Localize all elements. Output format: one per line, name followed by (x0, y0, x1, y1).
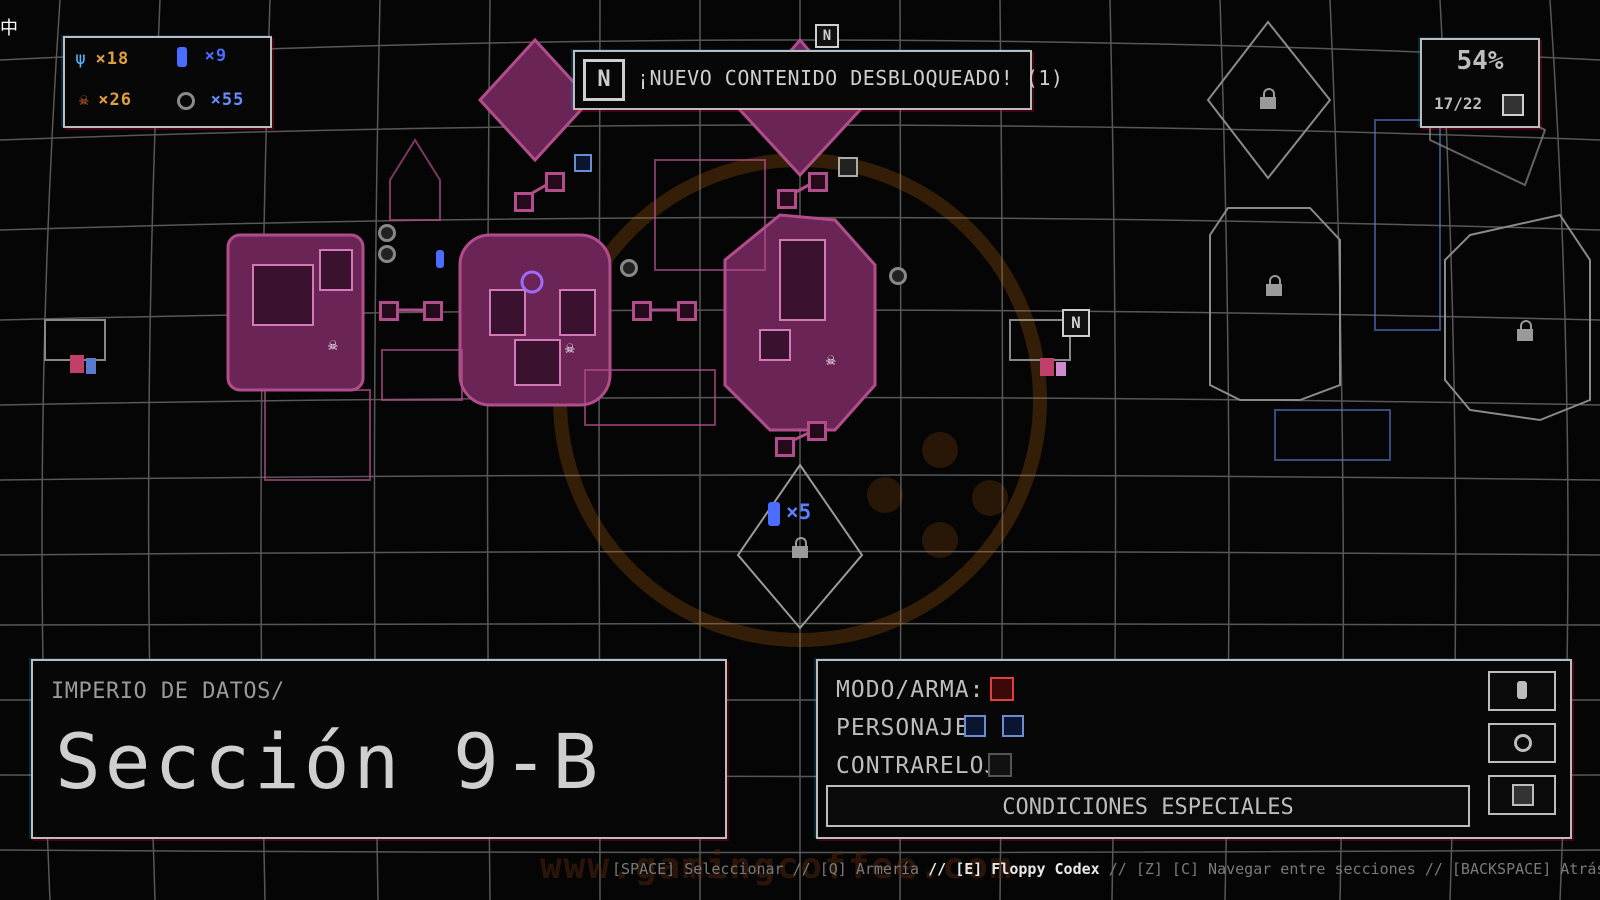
lock-icon (1266, 275, 1282, 297)
resource-bolts: ψ ×18 (75, 48, 129, 69)
lock-requirement-count: ×5 (786, 500, 812, 524)
hint-back: [BACKSPACE] Atrás (1451, 860, 1600, 878)
level-info-panel: MODO/ARMA: PERSONAJE: CONTRARELOJ: CONDI… (816, 659, 1572, 839)
floppy-icon (1512, 784, 1534, 806)
section-panel: IMPERIO DE DATOS/ Sección 9-B (31, 659, 727, 839)
lock-icon (1260, 88, 1276, 110)
notification-text: ¡NUEVO CONTENIDO DESBLOQUEADO! (1) (637, 66, 1064, 90)
time-trial-label: CONTRARELOJ: (836, 753, 1015, 779)
resource-panel: ψ ×18 ×9 ☠ ×26 ×55 (63, 36, 272, 128)
token-icon (1517, 681, 1527, 699)
tokens-count: ×9 (204, 46, 228, 66)
lock-icon (1517, 320, 1533, 342)
bolt-icon: ψ (75, 48, 86, 69)
path-node[interactable] (545, 172, 565, 192)
side-button-coin[interactable] (1488, 723, 1556, 763)
skull-key-icon: ☠ (826, 350, 836, 369)
timer-icon (988, 753, 1012, 777)
character-label: PERSONAJE: (836, 715, 985, 741)
lock-requirement[interactable]: ×5 (768, 500, 838, 530)
floppy-count: 17/22 (1434, 94, 1483, 113)
path-node[interactable] (775, 437, 795, 457)
path-node[interactable] (677, 301, 697, 321)
path-node[interactable] (808, 172, 828, 192)
lock-icon (792, 537, 808, 559)
side-button-token[interactable] (1488, 671, 1556, 711)
coin-icon (620, 259, 638, 277)
hint-navigate: [Z] [C] Navegar entre secciones (1135, 860, 1416, 878)
path-node[interactable] (379, 301, 399, 321)
skull-key-icon: ☠ (328, 335, 338, 354)
side-button-floppy[interactable] (1488, 775, 1556, 815)
hint-separator: // (792, 860, 811, 878)
new-content-marker: N (1062, 309, 1090, 337)
path-node[interactable] (423, 301, 443, 321)
progress-panel: 54% 17/22 (1420, 38, 1540, 128)
control-hints: [SPACE] Seleccionar // [Q] Armería // [E… (612, 860, 1600, 878)
path-node[interactable] (514, 192, 534, 212)
character-icon (964, 715, 986, 737)
coin-icon (177, 91, 195, 110)
hint-separator: // (1108, 860, 1127, 878)
coin-icon (378, 245, 396, 263)
coin-icon (1514, 734, 1532, 752)
hint-floppy-codex: [E] Floppy Codex (955, 860, 1100, 878)
mode-weapon-label: MODO/ARMA: (836, 677, 985, 703)
corner-glyph: 中 (0, 18, 18, 39)
floppy-icon (574, 154, 592, 172)
new-content-marker: N (815, 24, 839, 48)
resource-coins: ×55 (177, 90, 244, 110)
token-icon (177, 46, 187, 67)
hint-select: [SPACE] Seleccionar (612, 860, 784, 878)
skull-key-icon: ☠ (79, 90, 89, 109)
section-title: Sección 9-B (55, 717, 603, 806)
weapon-icon (990, 677, 1014, 701)
special-conditions-label: CONDICIONES ESPECIALES (1002, 795, 1294, 820)
hint-separator: // (928, 860, 947, 878)
floppy-icon (1502, 94, 1524, 116)
special-conditions-button[interactable]: CONDICIONES ESPECIALES (826, 785, 1470, 827)
floppy-icon (838, 157, 858, 177)
coin-icon (889, 267, 907, 285)
path-node[interactable] (777, 189, 797, 209)
skull-keys-count: ×26 (98, 90, 132, 110)
path-node[interactable] (632, 301, 652, 321)
hint-armory: [Q] Armería (819, 860, 920, 878)
coins-count: ×55 (210, 90, 245, 110)
region-name: IMPERIO DE DATOS/ (51, 679, 285, 704)
bolts-count: ×18 (95, 49, 130, 69)
resource-skull-keys: ☠ ×26 (79, 90, 132, 110)
token-icon (768, 502, 780, 526)
resource-tokens: ×9 (177, 46, 227, 67)
character-icon (1002, 715, 1024, 737)
token-icon (436, 250, 444, 268)
completion-percent: 54% (1456, 46, 1504, 76)
coin-icon (378, 224, 396, 242)
notification-banner[interactable]: N ¡NUEVO CONTENIDO DESBLOQUEADO! (1) (573, 50, 1063, 110)
new-content-badge: N (583, 59, 625, 101)
hint-separator: // (1424, 860, 1443, 878)
skull-key-icon: ☠ (565, 338, 575, 357)
path-node[interactable] (807, 421, 827, 441)
watermark: www.gamingcoffee.com (540, 846, 1014, 887)
